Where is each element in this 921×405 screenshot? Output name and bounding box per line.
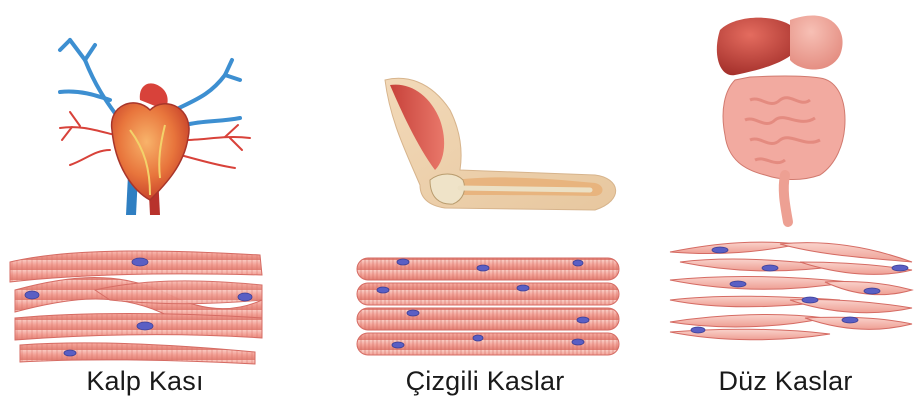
nucleus	[25, 291, 39, 299]
nucleus	[137, 322, 153, 330]
skeletal-illustration	[335, 0, 635, 365]
nucleus	[238, 293, 252, 301]
digestive-organs-icon	[717, 15, 845, 222]
smooth-illustration	[650, 0, 921, 365]
cardiac-muscle-panel: Kalp Kası	[0, 0, 290, 405]
panel-label-cardiac: Kalp Kası	[0, 366, 290, 397]
arm-elbow-icon	[385, 78, 616, 210]
smooth-muscle-panel: Düz Kaslar	[650, 0, 921, 405]
skeletal-muscle-panel: Çizgili Kaslar	[335, 0, 635, 405]
panel-label-smooth: Düz Kaslar	[650, 366, 921, 397]
nucleus	[64, 350, 76, 356]
heart-icon	[60, 40, 250, 215]
cardiac-illustration	[0, 0, 290, 365]
skeletal-muscle-fibers	[357, 258, 619, 355]
smooth-muscle-cells	[670, 242, 912, 340]
panel-label-skeletal: Çizgili Kaslar	[335, 366, 635, 397]
cardiac-muscle-fibers	[10, 251, 262, 364]
nucleus	[132, 258, 148, 266]
